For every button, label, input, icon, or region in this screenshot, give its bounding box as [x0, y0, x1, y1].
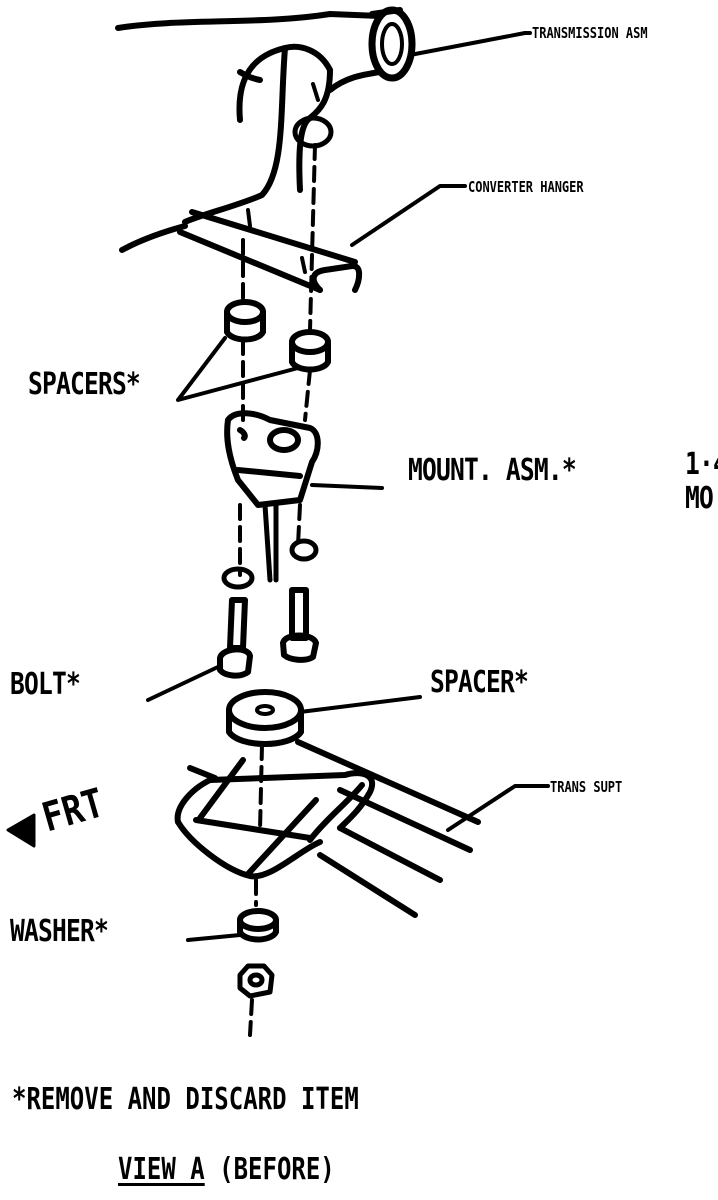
caption-view-state: (BEFORE) — [219, 1152, 335, 1187]
bolt-right — [280, 587, 319, 663]
front-arrow-icon — [6, 813, 36, 848]
label-transmission-asm: TRANSMISSION ASM — [532, 24, 648, 42]
spacer-left — [224, 299, 266, 343]
caption-note: *REMOVE AND DISCARD ITEM — [12, 1082, 359, 1117]
leader-transmission — [408, 31, 527, 57]
leader-trans-supt — [446, 784, 550, 832]
leader-converter-hanger — [350, 184, 467, 247]
label-spacer: SPACER* — [430, 665, 529, 700]
leader-spacer — [298, 695, 422, 714]
leader-spacers — [176, 336, 300, 402]
converter-hanger — [119, 208, 363, 293]
retainer-left — [221, 566, 255, 590]
bolt-left — [217, 597, 253, 679]
transmission-support — [174, 739, 481, 918]
leader-washer — [186, 933, 242, 942]
label-mount-asm: MOUNT. ASM.* — [408, 453, 577, 488]
label-spacers: SPACERS* — [28, 367, 141, 402]
label-converter-hanger: CONVERTER HANGER — [468, 178, 584, 196]
label-bolt: BOLT* — [10, 667, 81, 702]
spacer-right — [289, 329, 331, 373]
label-cut-line-2: MO — [685, 481, 714, 516]
leader-bolt — [146, 664, 222, 702]
retainer-right — [289, 538, 319, 562]
washer — [237, 908, 279, 943]
mount-assembly — [224, 410, 384, 508]
lower-spacer — [226, 689, 304, 747]
dashed-center-lines — [238, 143, 317, 1037]
label-cut-line-1: 1·4 — [685, 447, 718, 482]
label-washer: WASHER* — [10, 914, 109, 949]
label-trans-supt: TRANS SUPT — [550, 778, 623, 796]
mount-stud — [262, 502, 273, 583]
nut — [237, 963, 275, 999]
caption-view-title: VIEW A — [118, 1152, 205, 1187]
transmission-assembly — [115, 6, 416, 225]
caption-view: VIEW A (BEFORE) — [118, 1155, 335, 1185]
